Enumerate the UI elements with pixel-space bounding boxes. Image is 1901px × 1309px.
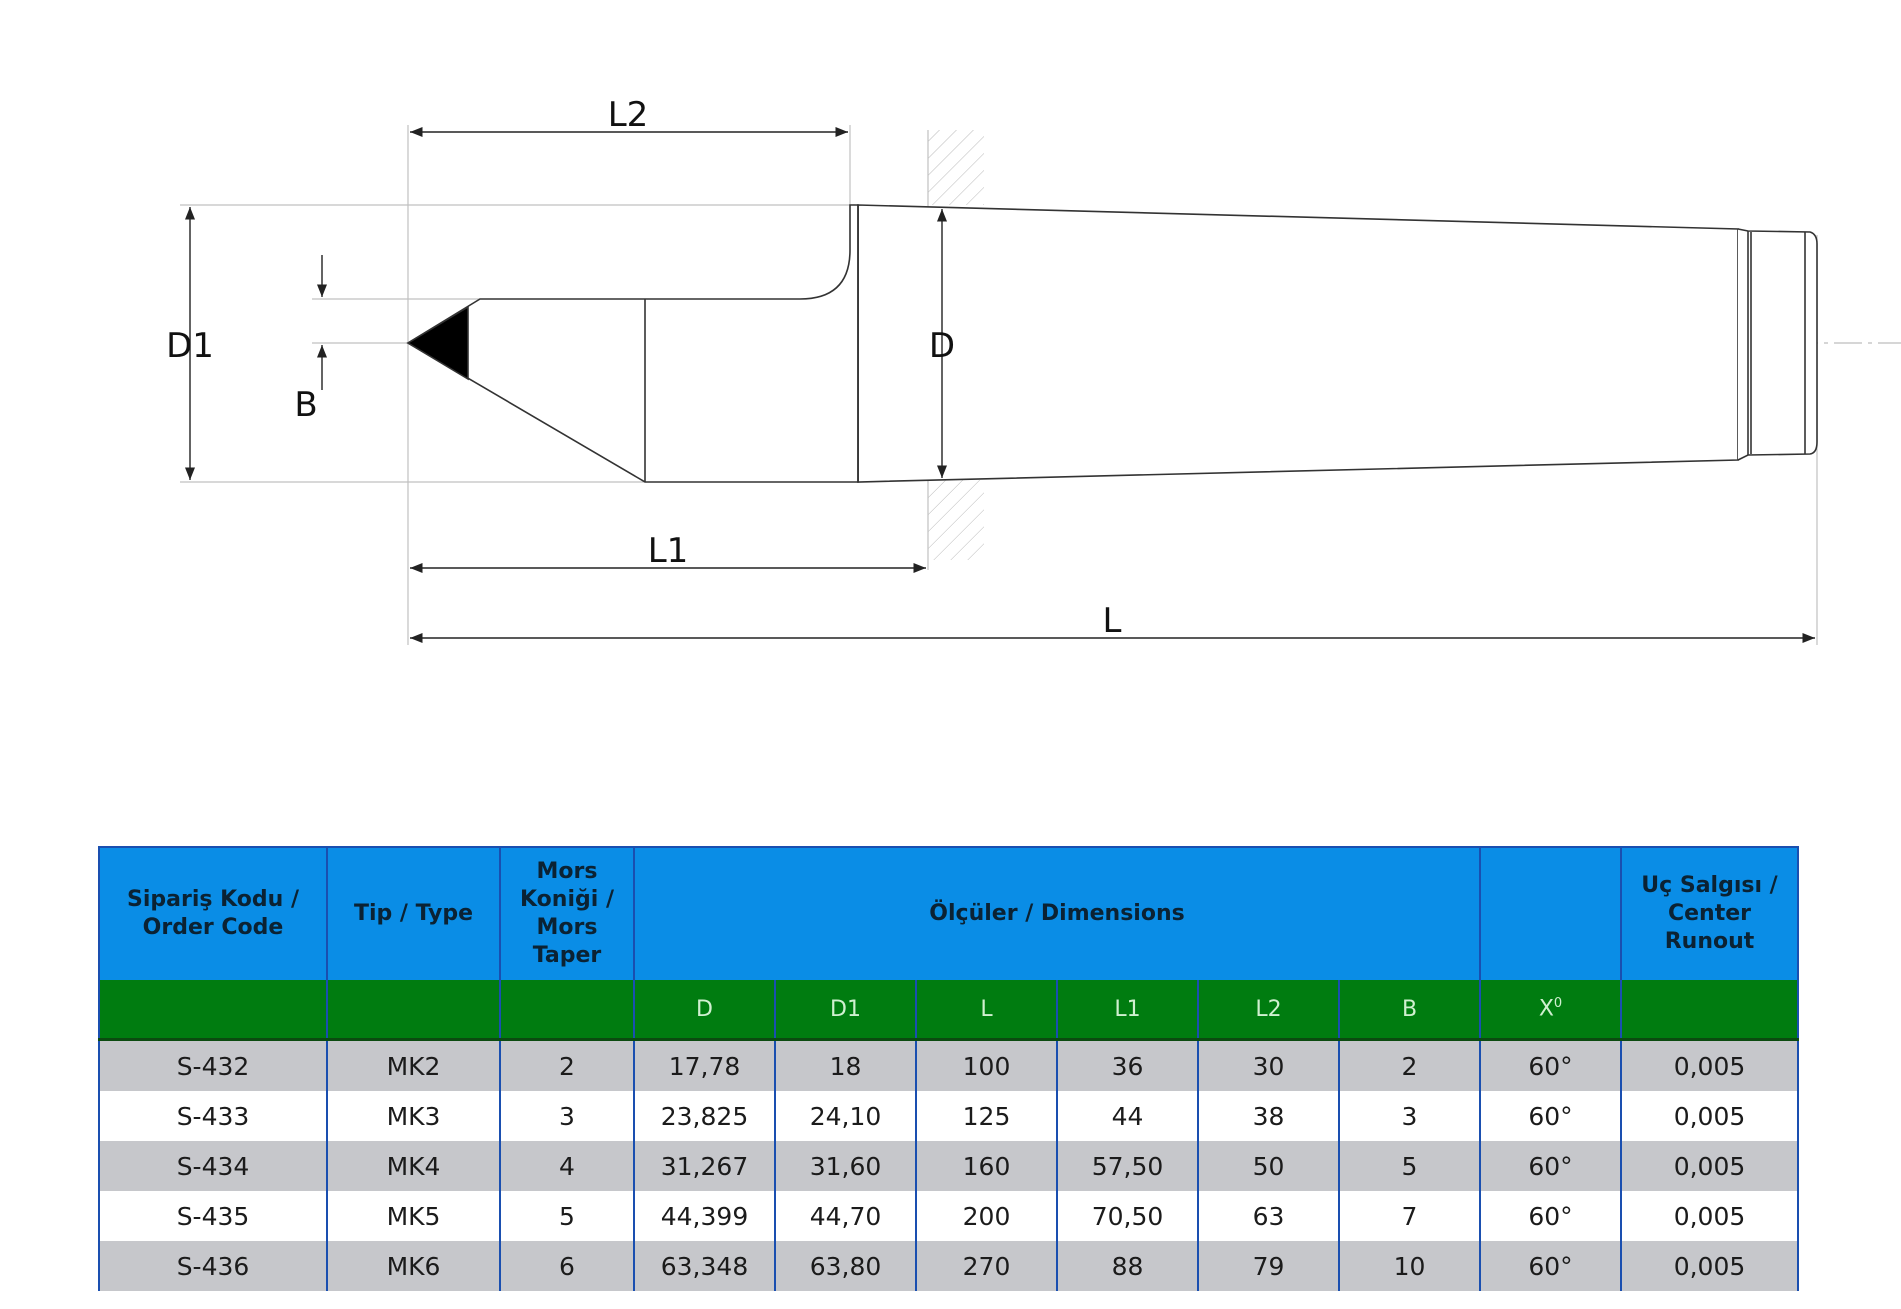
cell-d1: 63,80 bbox=[774, 1241, 917, 1291]
cell-l1: 44 bbox=[1056, 1091, 1199, 1141]
cell-d: 63,348 bbox=[633, 1241, 776, 1291]
live-center-body bbox=[406, 204, 1818, 483]
cell-d: 31,267 bbox=[633, 1141, 776, 1191]
cell-d1: 24,10 bbox=[774, 1091, 917, 1141]
cell-d1: 44,70 bbox=[774, 1191, 917, 1241]
cell-x: 60° bbox=[1479, 1191, 1622, 1241]
cell-x: 60° bbox=[1479, 1141, 1622, 1191]
cell-type: MK5 bbox=[326, 1191, 501, 1241]
cell-type: MK2 bbox=[326, 1039, 501, 1091]
cell-b: 7 bbox=[1338, 1191, 1481, 1241]
subheader-l: L bbox=[915, 980, 1058, 1041]
cell-x: 60° bbox=[1479, 1039, 1622, 1091]
subheader-blank bbox=[98, 980, 328, 1041]
cell-b: 5 bbox=[1338, 1141, 1481, 1191]
subheader-d: D bbox=[633, 980, 776, 1041]
cell-code: S-435 bbox=[98, 1191, 328, 1241]
header-dimensions: Ölçüler / Dimensions bbox=[633, 846, 1481, 980]
cell-l2: 79 bbox=[1197, 1241, 1340, 1291]
label-l2: L2 bbox=[608, 95, 649, 135]
spec-table: Sipariş Kodu / Order Code Tip / Type Mor… bbox=[98, 846, 1799, 1291]
cell-type: MK3 bbox=[326, 1091, 501, 1141]
cell-b: 10 bbox=[1338, 1241, 1481, 1291]
cell-runout: 0,005 bbox=[1620, 1091, 1799, 1141]
header-morse-taper: Mors Koniği / Mors Taper bbox=[499, 846, 635, 980]
technical-drawing: L2 D1 B D L1 L bbox=[166, 95, 1901, 645]
subheader-l2: L2 bbox=[1197, 980, 1340, 1041]
table-subheader-row: D D1 L L1 L2 B X0 bbox=[98, 980, 1799, 1041]
cell-l1: 70,50 bbox=[1056, 1191, 1199, 1241]
cell-d: 23,825 bbox=[633, 1091, 776, 1141]
subheader-x: X0 bbox=[1479, 980, 1622, 1041]
cell-l2: 63 bbox=[1197, 1191, 1340, 1241]
cell-type: MK4 bbox=[326, 1141, 501, 1191]
cell-l: 270 bbox=[915, 1241, 1058, 1291]
cell-code: S-436 bbox=[98, 1241, 328, 1291]
cell-l: 125 bbox=[915, 1091, 1058, 1141]
subheader-blank bbox=[1620, 980, 1799, 1041]
header-type: Tip / Type bbox=[326, 846, 501, 980]
cell-code: S-433 bbox=[98, 1091, 328, 1141]
cell-taper: 3 bbox=[499, 1091, 635, 1141]
label-l1: L1 bbox=[648, 531, 689, 571]
label-b: B bbox=[294, 385, 317, 425]
header-angle-blank bbox=[1479, 846, 1622, 980]
cell-code: S-432 bbox=[98, 1039, 328, 1091]
cell-l: 100 bbox=[915, 1039, 1058, 1091]
cell-runout: 0,005 bbox=[1620, 1141, 1799, 1191]
cell-taper: 6 bbox=[499, 1241, 635, 1291]
cell-l1: 88 bbox=[1056, 1241, 1199, 1291]
subheader-blank bbox=[499, 980, 635, 1041]
cell-d: 44,399 bbox=[633, 1191, 776, 1241]
dimension-lines bbox=[184, 126, 1815, 644]
cell-l2: 38 bbox=[1197, 1091, 1340, 1141]
cell-code: S-434 bbox=[98, 1141, 328, 1191]
subheader-d1: D1 bbox=[774, 980, 917, 1041]
cell-l1: 57,50 bbox=[1056, 1141, 1199, 1191]
label-d1: D1 bbox=[166, 326, 214, 366]
cell-l: 160 bbox=[915, 1141, 1058, 1191]
cell-runout: 0,005 bbox=[1620, 1191, 1799, 1241]
table-header-row: Sipariş Kodu / Order Code Tip / Type Mor… bbox=[98, 846, 1799, 980]
cell-taper: 4 bbox=[499, 1141, 635, 1191]
cell-l2: 30 bbox=[1197, 1039, 1340, 1091]
cell-type: MK6 bbox=[326, 1241, 501, 1291]
header-runout: Uç Salgısı / Center Runout bbox=[1620, 846, 1799, 980]
subheader-b: B bbox=[1338, 980, 1481, 1041]
label-l: L bbox=[1103, 601, 1122, 641]
cell-l: 200 bbox=[915, 1191, 1058, 1241]
cell-l2: 50 bbox=[1197, 1141, 1340, 1191]
wall-hatching bbox=[928, 130, 984, 560]
label-d: D bbox=[929, 326, 955, 366]
cell-taper: 5 bbox=[499, 1191, 635, 1241]
cell-taper: 2 bbox=[499, 1039, 635, 1091]
subheader-blank bbox=[326, 980, 501, 1041]
cell-runout: 0,005 bbox=[1620, 1241, 1799, 1291]
cell-b: 2 bbox=[1338, 1039, 1481, 1091]
cell-b: 3 bbox=[1338, 1091, 1481, 1141]
subheader-l1: L1 bbox=[1056, 980, 1199, 1041]
header-order-code: Sipariş Kodu / Order Code bbox=[98, 846, 328, 980]
cell-l1: 36 bbox=[1056, 1039, 1199, 1091]
cell-d1: 18 bbox=[774, 1039, 917, 1091]
cell-d1: 31,60 bbox=[774, 1141, 917, 1191]
cell-x: 60° bbox=[1479, 1091, 1622, 1141]
cell-d: 17,78 bbox=[633, 1039, 776, 1091]
cell-x: 60° bbox=[1479, 1241, 1622, 1291]
cell-runout: 0,005 bbox=[1620, 1039, 1799, 1091]
